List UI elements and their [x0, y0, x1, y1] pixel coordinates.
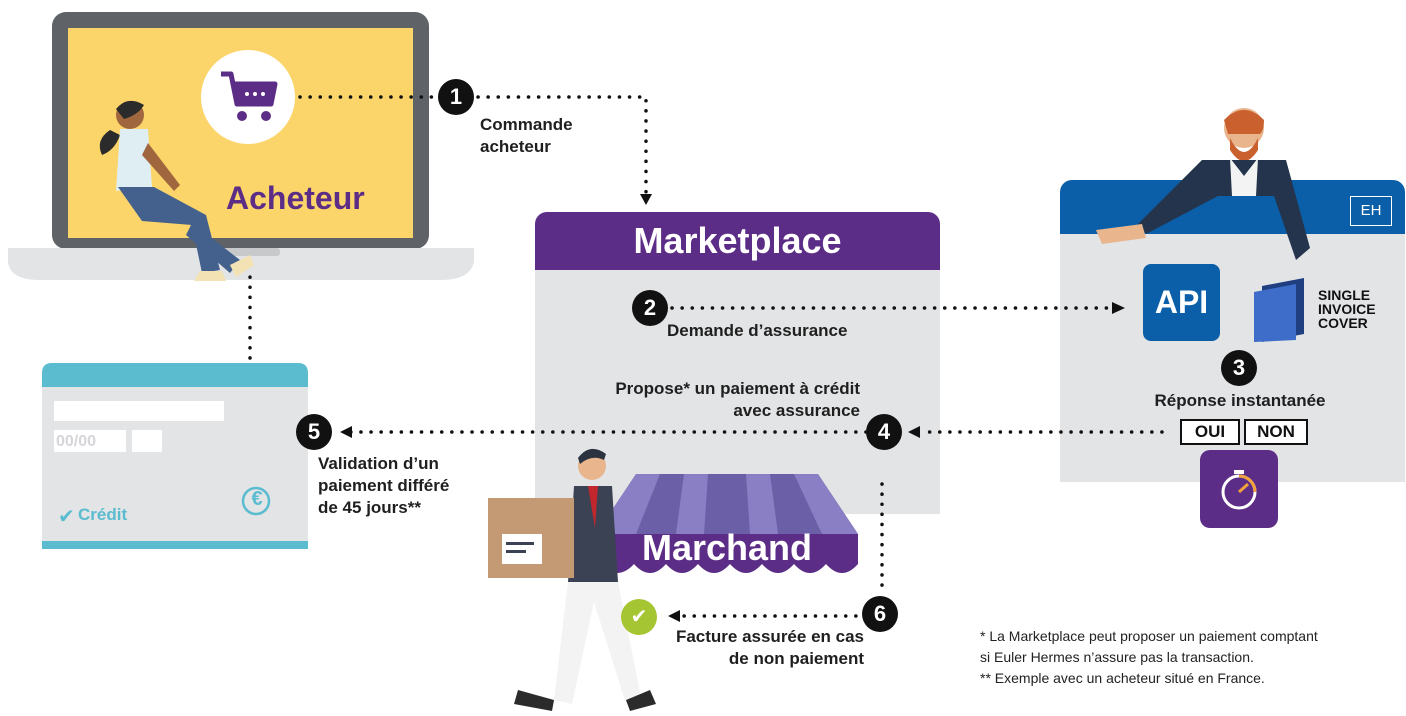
footnote: * La Marketplace peut proposer un paieme…: [980, 628, 1318, 644]
step-1-badge: 1: [438, 79, 474, 115]
stopwatch-icon: [1200, 450, 1278, 528]
step-5-line: paiement différé: [318, 476, 450, 495]
product-line: SINGLE: [1318, 287, 1371, 303]
api-badge[interactable]: API: [1143, 264, 1220, 341]
footnotes: * La Marketplace peut proposer un paieme…: [980, 626, 1318, 689]
step-5-line: de 45 jours**: [318, 498, 421, 517]
arrow-head-6: [668, 610, 680, 622]
step-1-line: Commande: [480, 115, 573, 134]
no-option[interactable]: NON: [1244, 419, 1308, 445]
step-5-badge: 5: [296, 414, 332, 450]
step-6-line: de non paiement: [728, 649, 864, 668]
payment-card: [42, 363, 308, 549]
step-4-text: Propose* un paiement à crédit avec assur…: [560, 378, 860, 422]
step-5-line: Validation d’un: [318, 454, 439, 473]
single-invoice-cover-icon: [1248, 278, 1308, 342]
product-name: SINGLE INVOICE COVER: [1318, 288, 1376, 330]
product-line: COVER: [1318, 315, 1368, 331]
buyer-illustration: [90, 95, 260, 315]
cart-icon: [215, 68, 281, 128]
card-expiry: 00/00: [56, 433, 97, 450]
api-label: API: [1154, 284, 1209, 320]
step-3-badge: 3: [1221, 350, 1257, 386]
card-credit-label: Crédit: [78, 505, 128, 524]
step-4-line: Propose* un paiement à crédit: [615, 379, 860, 398]
merchant-label: Marchand: [641, 527, 813, 568]
arrow-head-1: [640, 194, 652, 205]
step-1-text: Commande acheteur: [480, 114, 573, 158]
step-4-badge: 4: [866, 414, 902, 450]
buyer-label: Acheteur: [226, 180, 365, 216]
footnote: ** Exemple avec un acheteur situé en Fra…: [980, 670, 1265, 686]
step-6-line: Facture assurée en cas: [675, 627, 864, 646]
step-6-badge: 6: [862, 596, 898, 632]
arrow-head-4: [908, 426, 920, 438]
product-line: INVOICE: [1318, 301, 1376, 317]
check-icon: ✔: [58, 506, 75, 528]
step-5-text: Validation d’un paiement différé de 45 j…: [318, 453, 449, 519]
arrow-head-2: [1112, 302, 1125, 314]
step-3-text: Réponse instantanée: [1130, 390, 1350, 412]
step-3-line: Réponse instantanée: [1154, 391, 1326, 410]
step-4-line: avec assurance: [733, 401, 860, 420]
insurer-person-illustration: [1096, 100, 1336, 270]
merchant-illustration: [482, 442, 662, 711]
euro-icon: €: [251, 488, 263, 510]
step-1-line: acheteur: [480, 137, 551, 156]
yes-option[interactable]: OUI: [1180, 419, 1240, 445]
arrow-head-5: [340, 426, 352, 438]
step-2-text: Demande d’assurance: [667, 320, 847, 342]
step-2-line: Demande d’assurance: [667, 321, 848, 340]
green-check-icon: ✔: [621, 599, 657, 635]
step-6-text: Facture assurée en cas de non paiement: [620, 626, 864, 670]
step-2-badge: 2: [632, 290, 668, 326]
connector-1-market: [476, 95, 648, 198]
footnote: si Euler Hermes n’assure pas la transact…: [980, 649, 1254, 665]
insurer-logo: EH: [1350, 196, 1392, 226]
merchant-awning: [596, 474, 858, 582]
marketplace-header: [535, 212, 940, 270]
marketplace-title: Marketplace: [633, 220, 842, 261]
